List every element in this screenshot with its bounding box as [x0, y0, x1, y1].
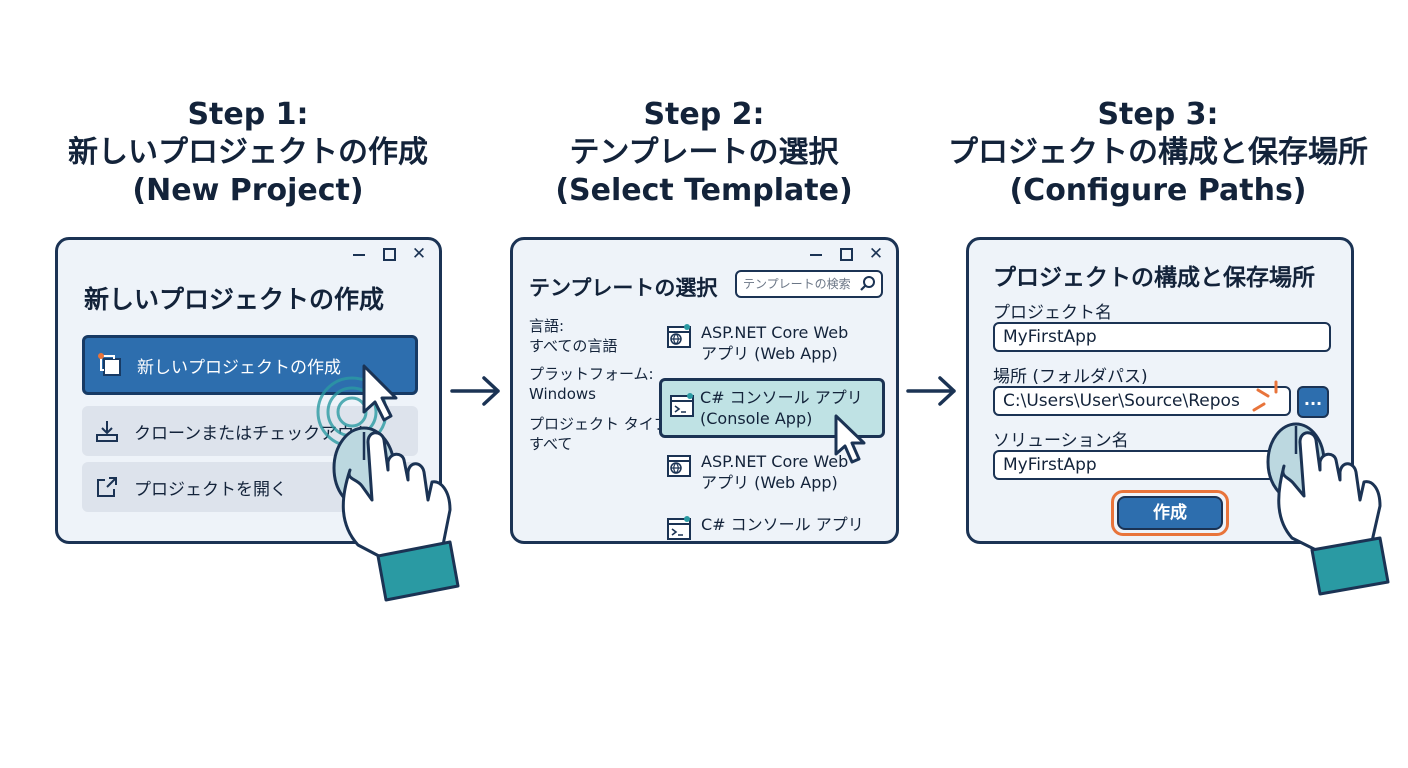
search-placeholder: テンプレートの検索	[743, 277, 851, 291]
close-icon[interactable]: ✕	[411, 244, 427, 264]
search-icon	[860, 276, 875, 291]
window-controls: ✕	[808, 244, 884, 264]
maximize-icon[interactable]	[838, 246, 854, 262]
open-project-label: プロジェクトを開く	[134, 479, 287, 500]
close-icon[interactable]: ✕	[868, 244, 884, 264]
project-type-filter[interactable]: プロジェクト タイプ: すべて	[529, 415, 674, 453]
solution-name-input[interactable]: MyFirstApp	[993, 450, 1291, 480]
window-controls: ✕	[351, 244, 427, 264]
step-2-title: Step 2: テンプレートの選択 (Select Template)	[555, 97, 853, 208]
template-item-console-2[interactable]: C# コンソール アプリ	[667, 514, 864, 540]
window-title: プロジェクトの構成と保存場所	[993, 265, 1315, 291]
arrow-right-icon	[906, 376, 956, 406]
web-globe-icon	[667, 324, 691, 348]
arrow-right-icon	[450, 376, 500, 406]
template-search-input[interactable]: テンプレートの検索	[735, 270, 883, 298]
create-button[interactable]: 作成	[1117, 496, 1223, 530]
hand-mouse-illustration	[1266, 422, 1390, 596]
minimize-icon[interactable]	[351, 246, 367, 262]
template-window: ✕ テンプレートの選択 テンプレートの検索 言語: すべての言語 プラットフォー…	[510, 237, 899, 544]
maximize-icon[interactable]	[381, 246, 397, 262]
web-globe-icon	[667, 455, 691, 477]
location-label: 場所 (フォルダパス)	[993, 367, 1148, 387]
minimize-icon[interactable]	[808, 246, 824, 262]
browse-button[interactable]: ...	[1297, 386, 1329, 418]
spark-icon	[1252, 380, 1278, 412]
step-3-title: Step 3: プロジェクトの構成と保存場所 (Configure Paths)	[948, 97, 1368, 208]
window-title: テンプレートの選択	[529, 276, 718, 300]
template-item-aspnet[interactable]: ASP.NET Core Web アプリ (Web App)	[667, 322, 848, 364]
solution-name-label: ソリューション名	[993, 431, 1129, 451]
new-project-window: ✕ 新しいプロジェクトの作成 新しいプロジェクトの作成 クローンまたはチェックア…	[55, 237, 442, 544]
console-icon	[670, 393, 694, 417]
project-name-input[interactable]: MyFirstApp	[993, 322, 1331, 352]
new-project-icon	[98, 353, 121, 376]
new-project-button[interactable]: 新しいプロジェクトの作成	[82, 335, 418, 395]
cursor-icon	[834, 414, 866, 464]
cursor-icon	[362, 364, 398, 422]
console-icon	[667, 516, 691, 540]
language-filter[interactable]: 言語: すべての言語	[529, 317, 618, 355]
create-highlight-ring	[1111, 490, 1229, 536]
hand-mouse-illustration	[316, 364, 460, 602]
project-name-label: プロジェクト名	[993, 303, 1112, 323]
location-input[interactable]: C:\Users\User\Source\Repos	[993, 386, 1291, 416]
clone-checkout-label: クローンまたはチェックアウト	[134, 423, 372, 444]
new-project-label: 新しいプロジェクトの作成	[137, 357, 341, 378]
platform-filter[interactable]: プラットフォーム: Windows	[529, 365, 654, 403]
window-title: 新しいプロジェクトの作成	[84, 285, 385, 314]
download-icon	[96, 421, 118, 442]
step-1-title: Step 1: 新しいプロジェクトの作成 (New Project)	[68, 97, 428, 208]
template-item-aspnet-2[interactable]: ASP.NET Core Web アプリ (Web App)	[667, 451, 848, 493]
open-external-icon	[97, 477, 117, 497]
